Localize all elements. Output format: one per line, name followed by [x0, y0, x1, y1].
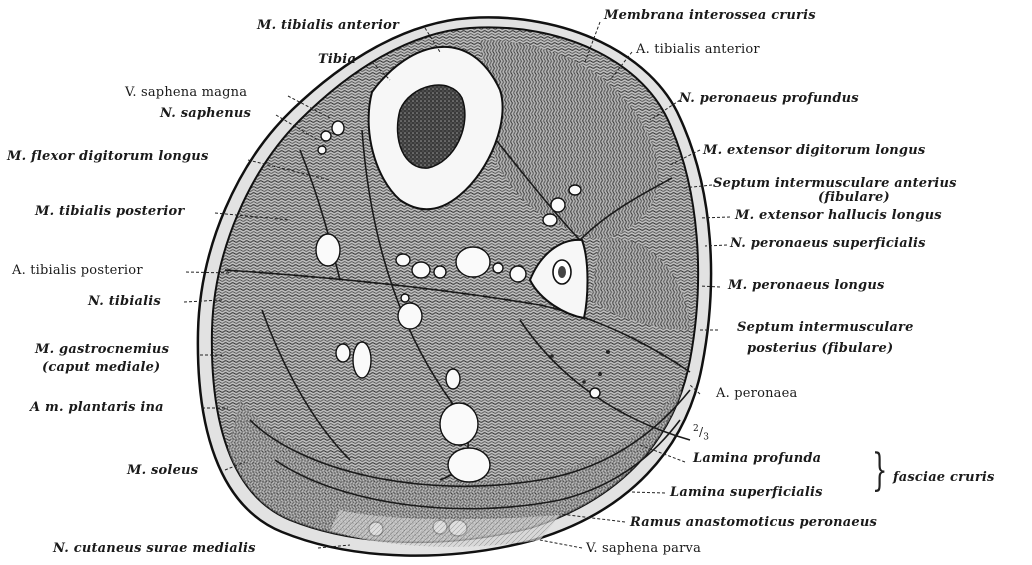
brace-fasciae-cruris: } — [872, 449, 887, 493]
label-septum-intermusculare-posterius: Septum intermusculare — [737, 321, 914, 335]
label-n-peronaeus-profundus: N. peronaeus profundus — [679, 92, 859, 106]
label-n-tibialis: N. tibialis — [88, 295, 161, 309]
label-scale-fraction: 2/3 — [693, 422, 709, 444]
label-m-extensor-digitorum-longus: M. extensor digitorum longus — [703, 144, 925, 158]
label-membrana-interossea-cruris: Membrana interossea cruris — [604, 9, 816, 23]
label-m-extensor-hallucis-longus: M. extensor hallucis longus — [735, 209, 942, 223]
label-n-peronaeus-superficialis: N. peronaeus superficialis — [730, 237, 926, 251]
label-v-saphena-magna: V. saphena magna — [125, 86, 247, 100]
label-m-gastrocnemius: M. gastrocnemius — [35, 343, 169, 357]
label-fasciae-cruris: fasciae cruris — [893, 471, 995, 485]
label-v-saphena-parva: V. saphena parva — [586, 542, 701, 556]
label-m-tibialis-anterior: M. tibialis anterior — [257, 19, 399, 33]
label-m-flexor-digitorum-longus: M. flexor digitorum longus — [7, 150, 208, 164]
label-n-saphenus: N. saphenus — [160, 107, 251, 121]
label-n-cutaneus-surae-medialis: N. cutaneus surae medialis — [53, 542, 256, 556]
label-lamina-superficialis: Lamina superficialis — [670, 486, 823, 500]
label-septum-anterius-fibulare: (fibulare) — [818, 191, 890, 205]
label-m-plantaris: A m. plantaris ina — [30, 401, 164, 415]
label-a-tibialis-anterior: A. tibialis anterior — [636, 43, 760, 57]
label-septum-intermusculare-anterius: Septum intermusculare anterius — [713, 177, 957, 191]
label-m-peronaeus-longus: M. peronaeus longus — [728, 279, 885, 293]
label-septum-posterius-fibulare: posterius (fibulare) — [747, 342, 893, 356]
label-a-peronaea: A. peronaea — [716, 387, 797, 401]
label-caput-mediale: (caput mediale) — [42, 361, 160, 375]
label-ramus-anastomoticus-peronaeus: Ramus anastomoticus peronaeus — [630, 516, 877, 530]
label-m-tibialis-posterior: M. tibialis posterior — [35, 205, 184, 219]
label-tibia: Tibia — [318, 53, 356, 67]
label-m-soleus: M. soleus — [127, 464, 198, 478]
label-lamina-profunda: Lamina profunda — [693, 452, 821, 466]
label-a-tibialis-posterior: A. tibialis posterior — [12, 264, 143, 278]
